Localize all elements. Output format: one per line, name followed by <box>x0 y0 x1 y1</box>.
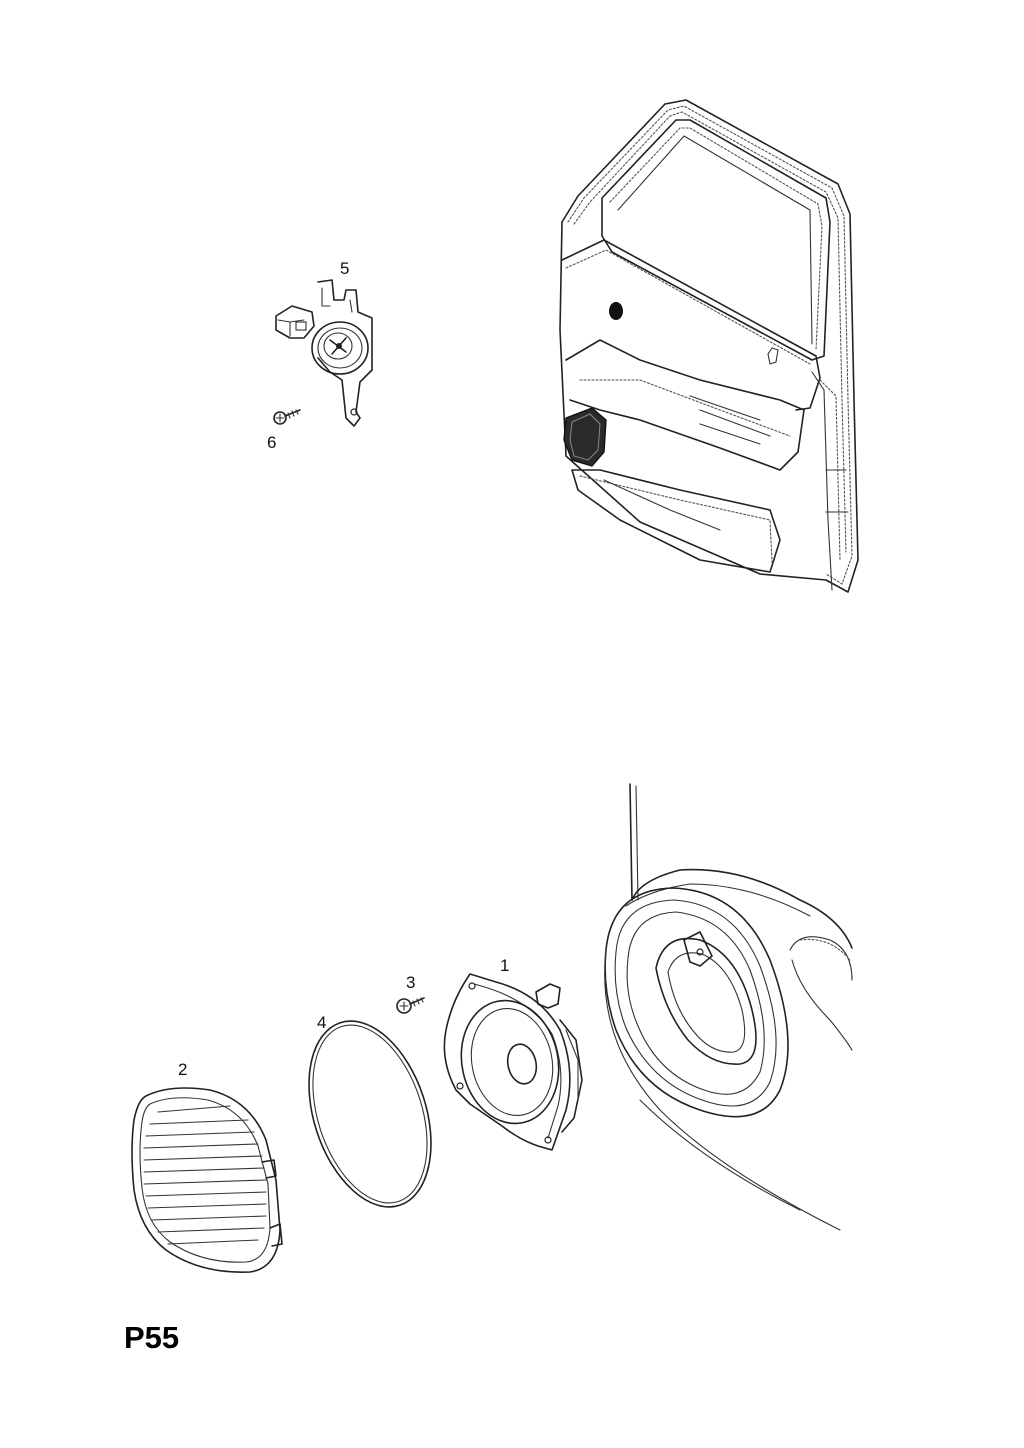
screw-part-6 <box>273 409 301 425</box>
door-panel-illustration <box>559 99 859 593</box>
page-code: P55 <box>124 1320 180 1355</box>
screw-part-3 <box>396 997 425 1014</box>
callout-part-3: 3 <box>406 973 416 992</box>
callout-part-6: 6 <box>267 433 277 452</box>
door-speaker-cutout-illustration <box>604 783 853 1231</box>
seal-ring-part-4 <box>308 1020 432 1208</box>
speaker-part-1 <box>443 973 583 1151</box>
callout-part-5: 5 <box>340 259 350 278</box>
callout-part-4: 4 <box>317 1013 327 1032</box>
callout-part-1: 1 <box>500 956 510 975</box>
callout-part-2: 2 <box>178 1060 188 1079</box>
tweeter-assembly-part-5 <box>275 279 373 427</box>
speaker-grille-part-2 <box>131 1087 283 1273</box>
